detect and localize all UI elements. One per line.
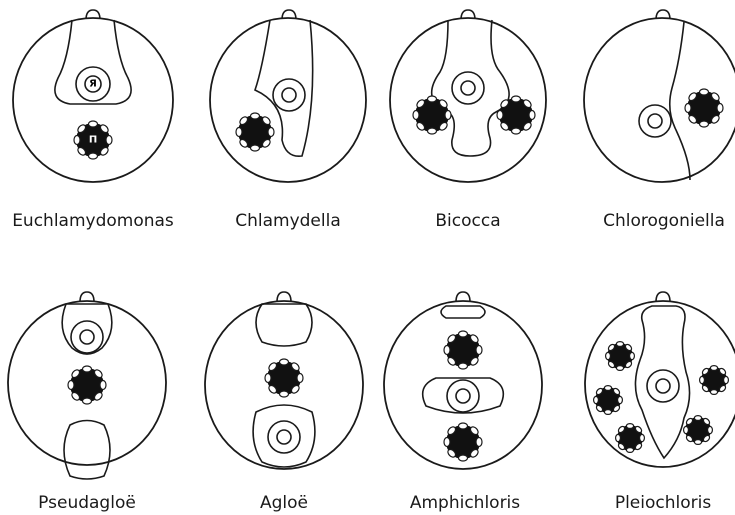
pyrenoid-left [413,96,451,134]
pyrenoid-2 [594,386,623,415]
pyrenoid [68,366,106,404]
pyrenoid-letter: П [89,135,97,146]
pyrenoid-4 [700,366,729,395]
label-agloe: Agloë [260,493,308,513]
cell-agloe [205,292,363,469]
pyrenoid-anterior [444,331,482,369]
cell-chlorogoniella [584,10,735,182]
pyrenoid [685,89,723,127]
cell-pseudagloe [8,292,166,479]
cell-chlamydella [210,10,366,182]
cell-pleiochloris [585,292,735,467]
nucleolus-letter: Я [89,79,97,90]
pyrenoid [265,359,303,397]
cell-wall [210,18,366,182]
label-chlamydella: Chlamydella [235,211,341,231]
cell-bicocca [390,10,546,182]
label-chlorogoniella: Chlorogoniella [603,211,725,231]
pyrenoid [236,113,274,151]
label-pseudagloe: Pseudagloë [38,493,136,513]
cell-euchlamydomonas: Я П [13,10,173,182]
label-euchlamydomonas: Euchlamydomonas [12,211,174,231]
label-pleiochloris: Pleiochloris [615,493,712,513]
label-bicocca: Bicocca [435,211,500,231]
pyrenoid: П [74,121,112,159]
pyrenoid-right [497,96,535,134]
pyrenoid-5 [684,416,713,445]
cell-amphichloris [384,292,542,469]
label-amphichloris: Amphichloris [410,493,520,513]
pyrenoid-1 [606,342,635,371]
pyrenoid-3 [616,424,645,453]
pyrenoid-posterior [444,423,482,461]
